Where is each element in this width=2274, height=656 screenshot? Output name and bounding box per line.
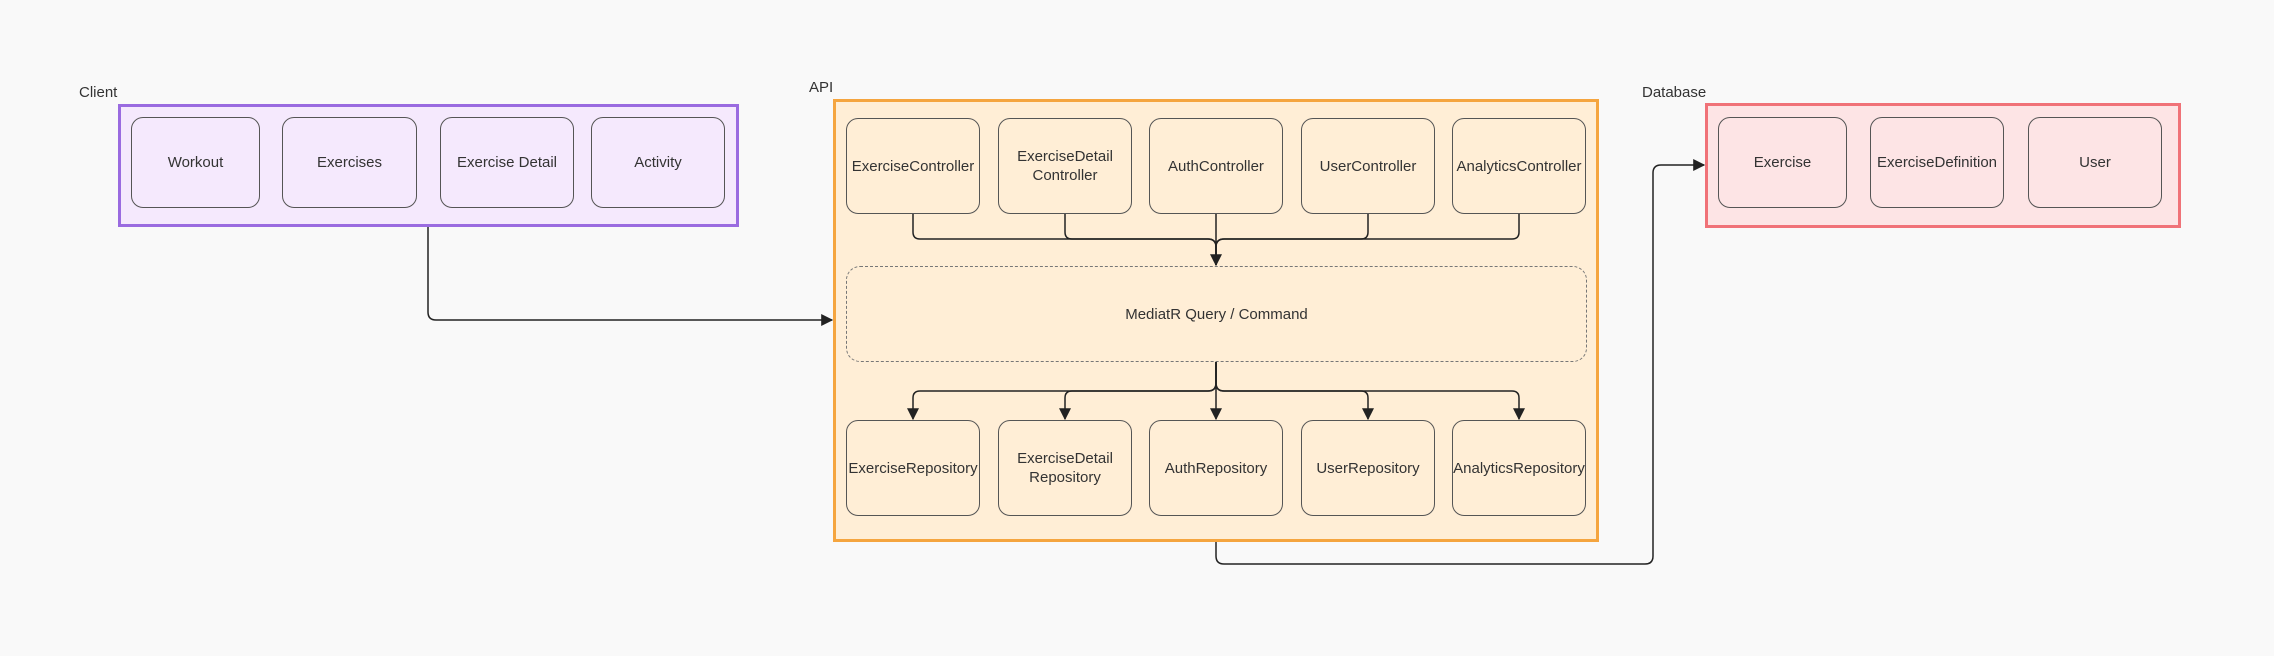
mediatr-query-command[interactable]: MediatR Query / Command bbox=[846, 266, 1587, 362]
api-exercise-controller[interactable]: ExerciseController bbox=[846, 118, 980, 214]
edge-analytics-controller-to-mediatr bbox=[1215, 214, 1520, 265]
client-node-exercises[interactable]: Exercises bbox=[282, 117, 417, 208]
db-node-user[interactable]: User bbox=[2028, 117, 2162, 208]
edge-mediatr-to-exercise-detail-repository bbox=[1059, 362, 1217, 421]
edge-api-to-database bbox=[1215, 159, 1706, 565]
client-node-activity[interactable]: Activity bbox=[591, 117, 725, 208]
edge-client-to-api bbox=[427, 227, 834, 326]
client-node-exercise-detail[interactable]: Exercise Detail bbox=[440, 117, 574, 208]
api-analytics-repository[interactable]: AnalyticsRepository bbox=[1452, 420, 1586, 516]
db-node-exercise[interactable]: Exercise bbox=[1718, 117, 1847, 208]
edge-exercise-detail-controller-to-mediatr bbox=[1064, 214, 1217, 265]
api-user-repository[interactable]: UserRepository bbox=[1301, 420, 1435, 516]
api-auth-repository[interactable]: AuthRepository bbox=[1149, 420, 1283, 516]
client-node-workout[interactable]: Workout bbox=[131, 117, 260, 208]
client-group-label: Client bbox=[79, 84, 118, 101]
api-user-controller[interactable]: UserController bbox=[1301, 118, 1435, 214]
api-auth-controller[interactable]: AuthController bbox=[1149, 118, 1283, 214]
db-node-exercise-definition[interactable]: ExerciseDefinition bbox=[1870, 117, 2004, 208]
database-group-label: Database bbox=[1642, 84, 1707, 101]
api-exercise-detail-repository[interactable]: ExerciseDetail Repository bbox=[998, 420, 1132, 516]
edge-mediatr-to-analytics-repository bbox=[1215, 362, 1525, 421]
api-exercise-repository[interactable]: ExerciseRepository bbox=[846, 420, 980, 516]
api-exercise-detail-controller[interactable]: ExerciseDetail Controller bbox=[998, 118, 1132, 214]
api-group-label: API bbox=[809, 79, 834, 96]
api-analytics-controller[interactable]: AnalyticsController bbox=[1452, 118, 1586, 214]
